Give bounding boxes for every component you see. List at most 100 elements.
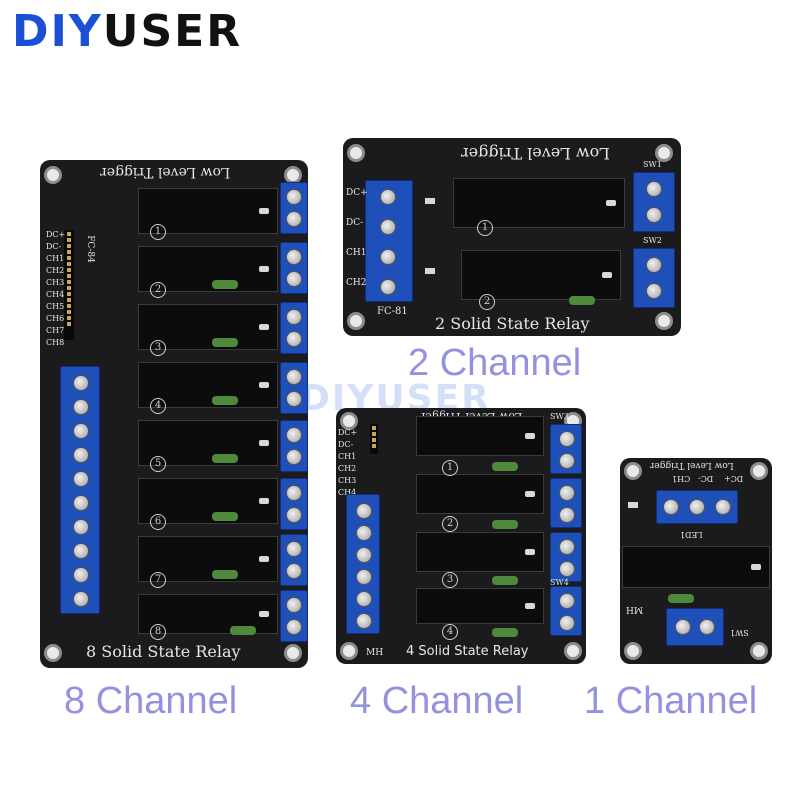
ssr-module [416, 474, 544, 514]
board-8-bottom-label: 8 Solid State Relay [86, 642, 241, 661]
terminal-screw [689, 499, 705, 515]
terminal-screw [286, 309, 302, 325]
pin-label: CH3 [338, 476, 357, 485]
output-terminal-block [633, 172, 675, 232]
pin-label: CH3 [46, 278, 65, 287]
caption-2-channel: 2 Channel [408, 342, 582, 384]
terminal-screw [646, 283, 662, 299]
pin-label: DC- [346, 218, 364, 228]
terminal-screw [286, 249, 302, 265]
brand-part-2: USER [102, 6, 243, 57]
board-8-channel: Low Level Trigger FC-84 DC+ DC- CH1 CH2 … [40, 160, 308, 668]
terminal-screw [286, 597, 302, 613]
mount-hole [624, 642, 642, 660]
terminal-screw [356, 591, 372, 607]
mount-hole [44, 644, 62, 662]
pin-label: DC+ [46, 230, 66, 239]
switch-label: SW1 [643, 160, 662, 169]
pin-label: DC+ [346, 188, 368, 198]
channel-number: 3 [150, 340, 166, 356]
terminal-screw [286, 507, 302, 523]
terminal-screw [73, 519, 89, 535]
switch-label: SW4 [550, 578, 569, 587]
channel-number: 6 [150, 514, 166, 530]
terminal-screw [286, 331, 302, 347]
output-terminal-block [550, 424, 582, 474]
terminal-screw [663, 499, 679, 515]
pin-label: CH1 [672, 474, 691, 483]
terminal-screw [356, 503, 372, 519]
board-2-top-label: Low Level Trigger [461, 144, 610, 163]
terminal-screw [559, 485, 575, 501]
mount-hole [284, 644, 302, 662]
terminal-screw [559, 453, 575, 469]
mount-hole [750, 462, 768, 480]
terminal-screw [73, 423, 89, 439]
terminal-screw [73, 447, 89, 463]
pin-label: DC+ [724, 474, 744, 483]
switch-label: SW3 [550, 412, 569, 421]
fuse [668, 594, 694, 603]
channel-number: 2 [150, 282, 166, 298]
terminal-screw [286, 189, 302, 205]
output-terminal-block [550, 478, 582, 528]
ssr-module [416, 416, 544, 456]
output-terminal-block [280, 182, 308, 234]
smd-led [628, 502, 638, 508]
output-terminal-block [666, 608, 724, 646]
terminal-screw [356, 569, 372, 585]
terminal-screw [356, 613, 372, 629]
mount-hole [340, 412, 358, 430]
output-terminal-block [280, 420, 308, 472]
pin-label: CH1 [46, 254, 65, 263]
terminal-screw [356, 525, 372, 541]
fuse [492, 628, 518, 637]
terminal-screw [559, 615, 575, 631]
terminal-screw [73, 375, 89, 391]
terminal-screw [286, 391, 302, 407]
header-label: FC-81 [377, 306, 408, 317]
output-terminal-block [280, 302, 308, 354]
terminal-screw [286, 369, 302, 385]
terminal-screw [286, 541, 302, 557]
terminal-screw [380, 249, 396, 265]
ssr-module [138, 304, 278, 350]
terminal-screw [286, 449, 302, 465]
fuse [212, 512, 238, 521]
smd-led [425, 198, 435, 204]
terminal-screw [286, 271, 302, 287]
output-terminal-block [550, 586, 582, 636]
pin-label: CH4 [338, 488, 357, 497]
mount-hole [340, 642, 358, 660]
mount-hole [624, 462, 642, 480]
mount-hole [655, 144, 673, 162]
terminal-screw [699, 619, 715, 635]
channel-number: 2 [479, 294, 495, 310]
terminal-screw [73, 471, 89, 487]
terminal-screw [646, 181, 662, 197]
fuse [212, 454, 238, 463]
terminal-screw [380, 219, 396, 235]
caption-1-channel: 1 Channel [584, 680, 758, 722]
pin-header [370, 424, 378, 454]
led-label: LED1 [680, 530, 703, 539]
terminal-screw [559, 431, 575, 447]
terminal-screw [286, 563, 302, 579]
pin-label: CH5 [46, 302, 65, 311]
pin-label: DC+ [338, 428, 358, 437]
terminal-screw [646, 257, 662, 273]
channel-number: 4 [442, 624, 458, 640]
pin-label: CH2 [46, 266, 65, 275]
pin-label: CH2 [346, 278, 367, 288]
terminal-screw [286, 211, 302, 227]
pin-label: DC- [46, 242, 62, 251]
fuse [212, 396, 238, 405]
ssr-module [622, 546, 770, 588]
fuse [492, 462, 518, 471]
output-terminal-block [550, 532, 582, 582]
ssr-module [453, 178, 625, 228]
input-terminal-block [60, 366, 100, 614]
board-1-channel: Low Level Trigger DC+ DC- CH1 LED1 MH SW… [620, 458, 772, 664]
input-terminal-block [656, 490, 738, 524]
mount-hole [655, 312, 673, 330]
